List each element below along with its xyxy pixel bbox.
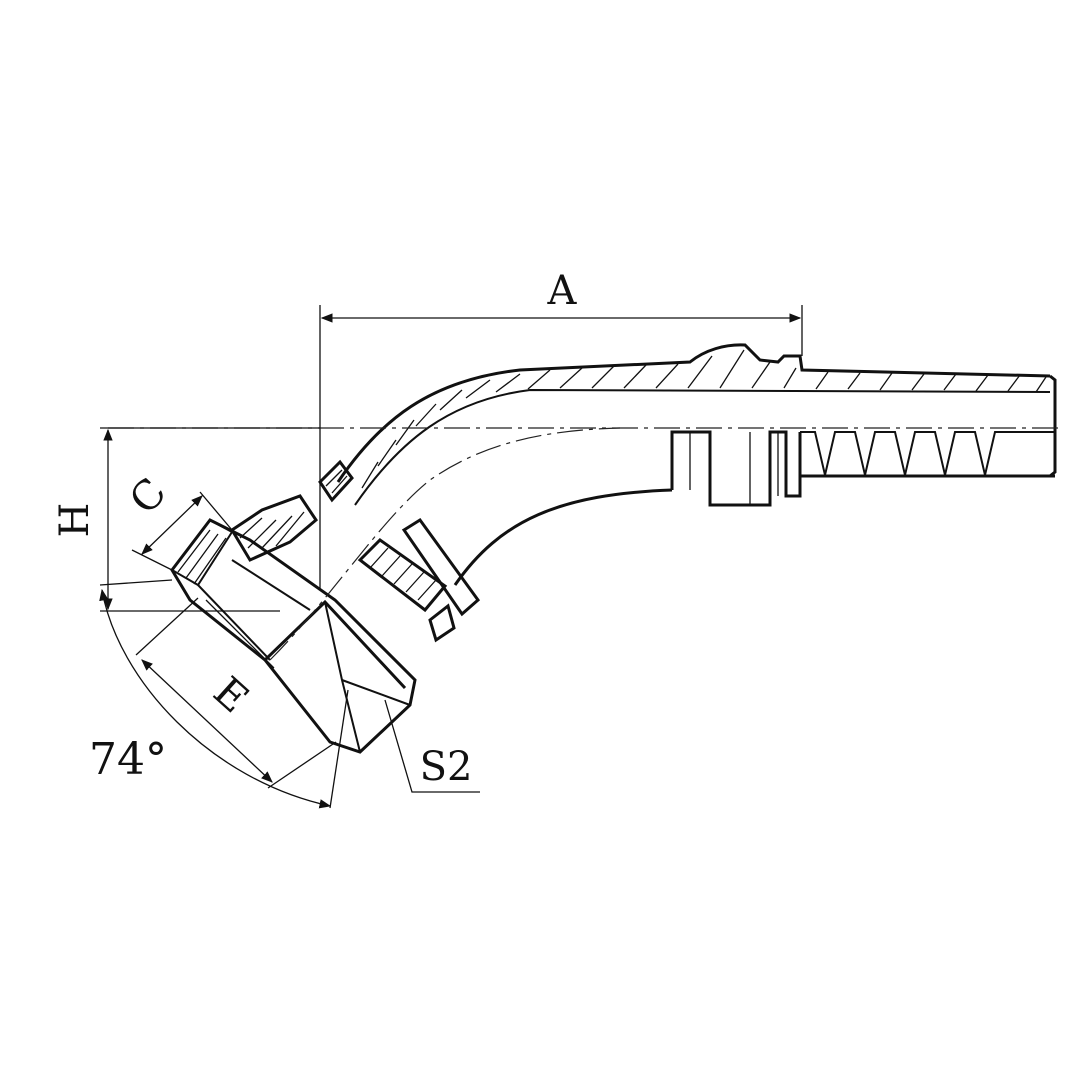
swivel-nut	[170, 494, 417, 754]
dimension-h-label: H	[52, 503, 98, 538]
dimension-angle-label: 74°	[89, 734, 167, 785]
dimension-e-label: E	[204, 668, 256, 722]
center-lines	[108, 427, 1060, 661]
collar	[318, 459, 354, 503]
dimension-a: A	[319, 268, 803, 590]
dimension-c-label: C	[121, 470, 176, 524]
fitting-body	[336, 343, 1057, 586]
dimension-a-label: A	[547, 268, 578, 314]
dimension-c: C	[121, 470, 233, 571]
seal-groove	[357, 517, 481, 643]
tube-wall-hatching	[361, 349, 1047, 489]
dimension-h: H	[52, 427, 320, 612]
dimension-s2: S2	[384, 699, 480, 793]
dimension-s2-label: S2	[420, 744, 473, 790]
dimension-angle: 74°	[89, 579, 349, 809]
hose-tail-serrations	[670, 430, 1055, 507]
